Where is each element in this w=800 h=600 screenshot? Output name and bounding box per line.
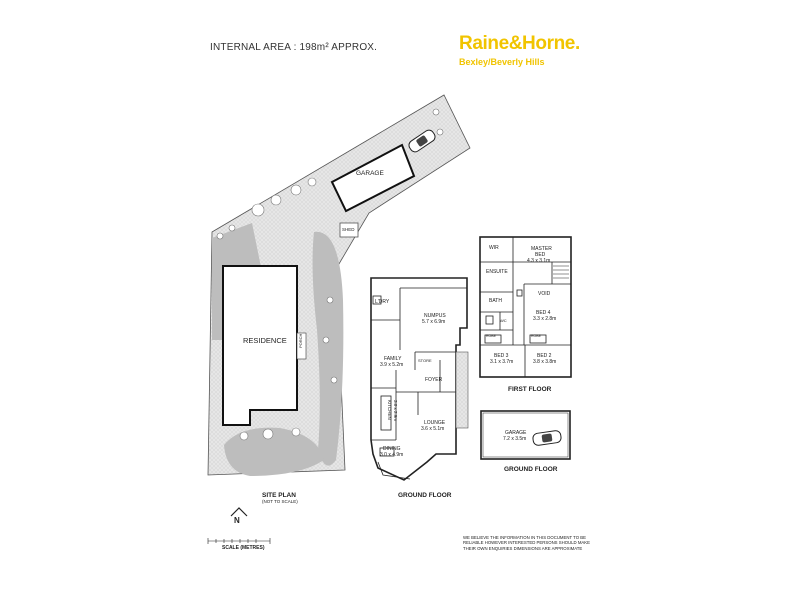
residence-label: RESIDENCE <box>243 336 287 345</box>
lawn-area <box>212 223 262 340</box>
room-master: MASTER <box>531 246 552 252</box>
room-bath: BATH <box>489 298 502 304</box>
room-wir: WIR <box>489 245 499 251</box>
room-numpus-size: 5.7 x 6.9m <box>422 319 446 325</box>
shed-label: SHED <box>342 227 355 232</box>
room-master-size: 4.3 x 3.1m <box>527 258 551 264</box>
room-dining: DINING <box>383 446 401 452</box>
room-store: STORE <box>418 358 432 363</box>
room-master-bed: BED <box>535 252 546 258</box>
north-label: N <box>234 516 240 525</box>
room-dining-size: 3.0 x 4.9m <box>380 452 404 458</box>
room-family: FAMILY <box>384 356 402 362</box>
room-kitchen-size: 3.0 x 2.9m <box>393 400 398 422</box>
room-lounge-size: 3.6 x 5.1m <box>421 426 445 432</box>
room-bed4-size: 3.3 x 2.8m <box>533 316 557 322</box>
room-bed3-size: 3.1 x 3.7m <box>490 359 514 365</box>
brand-logo: Raine&Horne. <box>459 33 580 54</box>
room-laundry: L'DRY <box>375 299 390 305</box>
ground-floor-caption: GROUND FLOOR <box>398 492 452 499</box>
room-wc: WC <box>500 318 507 323</box>
room-bed2-size: 3.8 x 3.8m <box>533 359 557 365</box>
room-ensuite: ENSUITE <box>486 269 508 275</box>
room-bed3: BED 3 <box>494 353 509 359</box>
room-lounge: LOUNGE <box>424 420 446 426</box>
internal-area-text: INTERNAL AREA : 198m² APPROX. <box>210 42 378 53</box>
site-shed <box>339 222 359 238</box>
first-floor-caption: FIRST FLOOR <box>508 386 552 393</box>
car-icon <box>408 129 436 153</box>
disclaimer-line: RELIABLE HOWEVER INTERESTED PERSONS SHOU… <box>463 540 591 546</box>
first-floor-plan <box>479 236 572 378</box>
site-residence <box>222 265 298 426</box>
site-plan-title: SITE PLAN <box>262 492 296 499</box>
garage-plan-label: GARAGE <box>505 430 527 436</box>
disclaimer-line: WE BELIEVE THE INFORMATION IN THIS DOCUM… <box>463 535 586 540</box>
scale-bar <box>207 538 271 544</box>
lawn-area <box>312 231 344 466</box>
room-robe: ROBE <box>486 334 496 338</box>
car-icon <box>532 430 562 446</box>
room-bed4: BED 4 <box>536 310 551 316</box>
room-bed2: BED 2 <box>537 353 552 359</box>
site-plan-subtitle: (NOT TO SCALE) <box>262 499 298 504</box>
room-numpus: NUMPUS <box>424 313 446 319</box>
site-plan <box>207 94 471 476</box>
room-robe-2: ROBE <box>531 334 541 338</box>
ground-floor-plan <box>370 277 469 481</box>
scale-label: SCALE (METRES) <box>222 545 265 551</box>
disclaimer: WE BELIEVE THE INFORMATION IN THIS DOCUM… <box>463 535 613 551</box>
brand-office: Bexley/Beverly Hills <box>459 57 545 67</box>
garage-plan <box>480 410 571 460</box>
garage-floor-caption: GROUND FLOOR <box>504 466 558 473</box>
room-void: VOID <box>538 291 551 297</box>
porch-label: PORCH <box>298 333 303 348</box>
room-family-size: 3.9 x 5.2m <box>380 362 404 368</box>
garage-plan-size: 7.2 x 3.5m <box>503 436 527 442</box>
lawn-area <box>224 427 324 476</box>
disclaimer-line: THEIR OWN ENQUIRIES DIMENSIONS ARE APPRO… <box>463 545 583 551</box>
site-garage <box>330 143 416 213</box>
room-foyer: FOYER <box>425 377 443 383</box>
north-arrow-icon <box>230 507 248 517</box>
garage-label: GARAGE <box>356 170 384 177</box>
